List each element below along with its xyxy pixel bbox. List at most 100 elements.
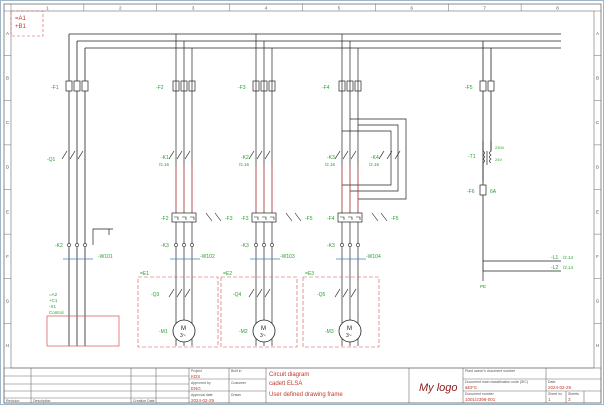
column-label: 6 bbox=[411, 6, 414, 11]
row-label: H bbox=[6, 343, 9, 348]
label-q3: -Q3 bbox=[151, 292, 160, 298]
tb-project-label: Project bbox=[191, 369, 202, 373]
motor-m3 bbox=[338, 319, 362, 343]
label-f6-val: 6A bbox=[490, 189, 497, 195]
label-f3: -F3 bbox=[238, 85, 246, 91]
label-overload-f4: -F4 bbox=[327, 216, 335, 222]
label-k2: -K2 bbox=[241, 155, 249, 161]
earth-symbol bbox=[92, 228, 113, 245]
column-label: 3 bbox=[192, 6, 195, 11]
tb-creation-date: Creation Date bbox=[133, 399, 155, 403]
row-label: C bbox=[596, 120, 600, 125]
cabinet-line2: +C1 bbox=[49, 298, 58, 303]
tb-sheet: 1 bbox=[548, 397, 551, 402]
tb-sheets-label: Sheets bbox=[568, 392, 579, 396]
row-label: F bbox=[596, 254, 599, 259]
motor-housing-3 bbox=[302, 276, 380, 348]
tb-drawn-label: Drawn bbox=[231, 393, 241, 397]
tb-plant-label: Plant owner's document number bbox=[465, 369, 516, 373]
row-label: D bbox=[6, 165, 10, 170]
label-x3c: -K3 bbox=[327, 243, 335, 249]
label-m1: -M1 bbox=[159, 329, 168, 335]
label-k2-ref: /2.16 bbox=[239, 162, 250, 167]
tb-project: KDS bbox=[191, 374, 200, 379]
label-q5: -Q5 bbox=[317, 292, 326, 298]
label-e2: =E2 bbox=[223, 271, 232, 277]
label-l1: -L1 bbox=[551, 255, 558, 261]
tb-title3: User defined drawing frame bbox=[269, 392, 343, 398]
label-w104: -W104 bbox=[366, 254, 381, 260]
label-k3: -K3 bbox=[327, 155, 335, 161]
label-x3a: -K3 bbox=[161, 243, 169, 249]
tb-approved: ENG bbox=[191, 386, 201, 391]
motor-m2-phase: 3~ bbox=[260, 333, 266, 339]
label-e1: =E1 bbox=[140, 271, 149, 277]
title-block bbox=[3, 367, 602, 404]
row-label: E bbox=[6, 209, 9, 214]
label-w103: -W103 bbox=[280, 254, 295, 260]
tb-approval-date: 2024-02-29 bbox=[191, 398, 215, 403]
row-label: B bbox=[6, 75, 9, 80]
tb-class-value: &EFS bbox=[465, 385, 477, 390]
label-f1: -F1 bbox=[51, 85, 59, 91]
control-outputs bbox=[482, 260, 561, 281]
row-label: H bbox=[596, 343, 599, 348]
cabinet-line3: -X1 bbox=[49, 304, 57, 309]
motor-m3-symbol: M bbox=[347, 326, 352, 332]
tb-approved-label: Approved by bbox=[191, 381, 211, 385]
motor-m2 bbox=[252, 319, 276, 343]
motor-m2-symbol: M bbox=[261, 326, 266, 332]
column-label: 2 bbox=[119, 6, 122, 11]
label-m3: -M3 bbox=[325, 329, 334, 335]
motor-m1-phase: 3~ bbox=[180, 333, 186, 339]
tb-date-label: Date bbox=[548, 380, 555, 384]
label-overload-f5: -F5 bbox=[305, 216, 313, 222]
row-label: G bbox=[596, 299, 600, 304]
terminals bbox=[67, 243, 360, 247]
tb-docnum: 1001/2398-001 bbox=[465, 397, 496, 402]
label-q1: -Q1 bbox=[47, 157, 56, 163]
column-label: 4 bbox=[265, 6, 268, 11]
location-line1: =A1 bbox=[15, 16, 27, 22]
motor-m1 bbox=[172, 319, 196, 343]
fuse-group bbox=[65, 80, 495, 92]
column-label: 8 bbox=[556, 6, 559, 11]
tb-sheets: 3 bbox=[568, 397, 571, 402]
row-label: G bbox=[6, 299, 10, 304]
location-line2: +B1 bbox=[15, 24, 27, 30]
label-overload-f3b: -F3 bbox=[225, 216, 233, 222]
motor-housing-2 bbox=[220, 276, 298, 348]
frame-border bbox=[3, 3, 602, 404]
local-isolators bbox=[168, 288, 357, 298]
cabinet-line4: Control bbox=[49, 310, 64, 315]
label-t1: -T1 bbox=[468, 154, 476, 160]
label-k1-ref: /2.16 bbox=[159, 162, 170, 167]
label-w102: -W102 bbox=[200, 254, 215, 260]
label-l2-ref: /2.14 bbox=[563, 265, 574, 270]
tb-logo: My logo bbox=[419, 382, 458, 394]
label-w101: -W101 bbox=[98, 254, 113, 260]
row-label: D bbox=[596, 165, 600, 170]
label-e3: =E3 bbox=[305, 271, 314, 277]
control-cabinet bbox=[46, 315, 120, 347]
tb-approval-date-label: Approval date bbox=[191, 393, 213, 397]
label-m2: -M2 bbox=[239, 329, 248, 335]
transformer-t1 bbox=[482, 141, 492, 181]
frame-inner-border bbox=[10, 10, 595, 369]
fuse-f6 bbox=[479, 184, 487, 196]
label-q4: -Q4 bbox=[233, 292, 242, 298]
label-f4: -F4 bbox=[322, 85, 330, 91]
location-box bbox=[10, 10, 44, 37]
column-label: 7 bbox=[483, 6, 486, 11]
tb-docnum-label: Document number bbox=[465, 392, 495, 396]
motor-housing-1 bbox=[137, 276, 219, 348]
cabinet-line1: =A2 bbox=[49, 292, 58, 297]
label-f6: -F6 bbox=[467, 189, 475, 195]
tb-revision: Revision bbox=[6, 399, 19, 403]
tb-customer-label: Customer bbox=[231, 381, 247, 385]
red-wires bbox=[175, 166, 359, 211]
